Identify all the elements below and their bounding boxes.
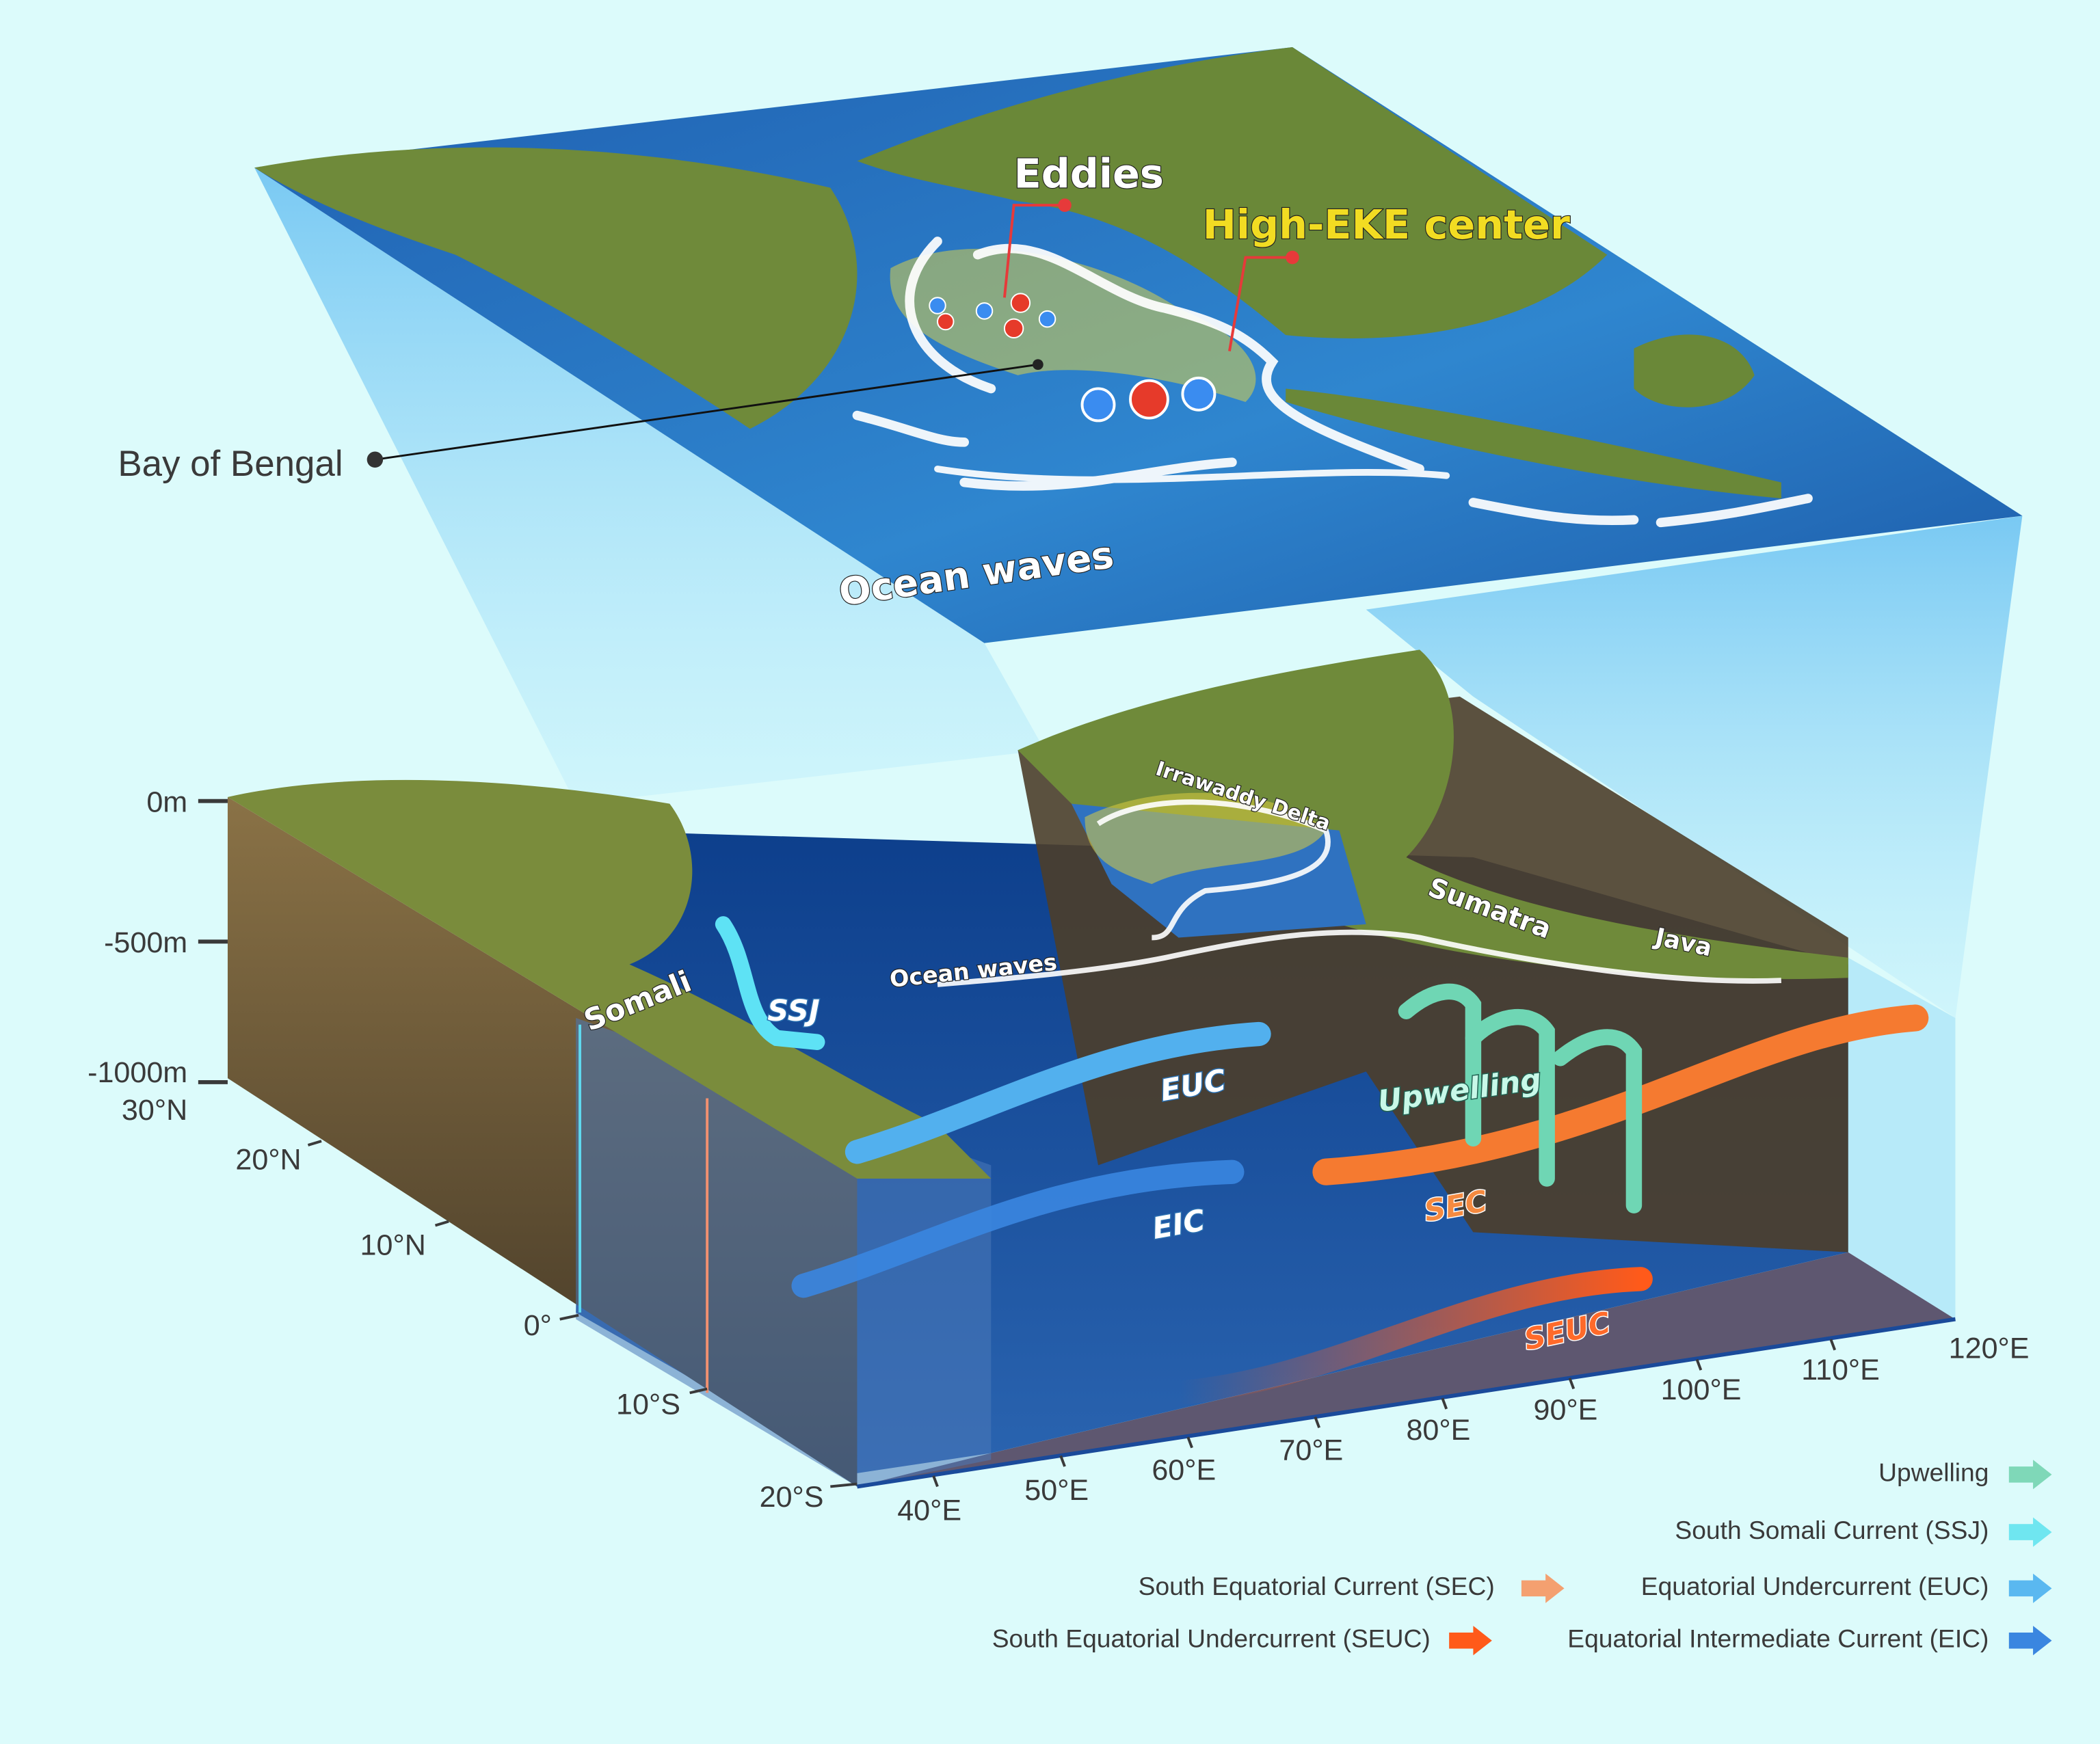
eddies-cluster (929, 293, 1217, 422)
high-eke-center-label: High-EKE center (1203, 201, 1570, 248)
legend-arrow-icon (2008, 1573, 2052, 1603)
lon-tick: 100°E (1661, 1373, 1742, 1406)
legend: Upwelling South Somali Current (SSJ) Sou… (992, 1458, 2052, 1656)
lat-tick: 10°N (360, 1229, 426, 1262)
legend-arrow-icon (2008, 1517, 2052, 1547)
block-current-arrows (937, 799, 1782, 987)
projection-beam-left (254, 167, 1045, 804)
legend-label: Equatorial Undercurrent (EUC) (1641, 1572, 1989, 1600)
pointer-lines (367, 198, 1299, 468)
eddies-label: Eddies (1014, 150, 1164, 198)
upwelling-arrows (1398, 983, 1643, 1213)
top-map-land-borneo (1634, 334, 1755, 407)
legend-label: Upwelling (1878, 1458, 1989, 1487)
legend-label: South Equatorial Undercurrent (SEUC) (992, 1624, 1431, 1652)
block-land-asia (1018, 649, 1848, 980)
lon-tick: 90°E (1534, 1394, 1598, 1427)
legend-label: Equatorial Intermediate Current (EIC) (1567, 1624, 1989, 1652)
legend-arrow-icon (2008, 1460, 2052, 1490)
longitude-ticks (932, 1339, 1837, 1488)
legend-arrow-icon (2008, 1626, 2052, 1656)
latitude-axis (307, 1140, 858, 1488)
sec-arrow (1312, 1004, 1929, 1185)
lat-tick: 20°S (760, 1481, 824, 1514)
lon-tick: 110°E (1801, 1354, 1880, 1386)
depth-axis (198, 799, 228, 1084)
legend-label: South Somali Current (SSJ) (1675, 1516, 1989, 1544)
lon-tick: 120°E (1949, 1332, 2030, 1365)
legend-arrow-icon (1521, 1573, 1565, 1603)
lon-tick: 50°E (1024, 1474, 1089, 1507)
lat-tick: 20°N (235, 1143, 301, 1176)
right-glass-face (1848, 957, 1956, 1319)
high-eke-zone (890, 248, 1256, 403)
lat-tick: 10°S (616, 1389, 680, 1421)
lon-tick: 70°E (1279, 1434, 1343, 1466)
lon-tick: 80°E (1406, 1414, 1470, 1447)
seabed-floor (857, 1252, 1956, 1487)
euc-arrow (845, 1021, 1271, 1164)
ssj-arrow (715, 916, 825, 1050)
eic-arrow (791, 1159, 1245, 1298)
top-map-land-sumatra (1286, 388, 1781, 499)
surface-current-arrows (852, 237, 1813, 528)
lat-tick: 0° (524, 1309, 552, 1342)
ssj-label: SSJ (767, 994, 820, 1028)
projection-beam-right (1366, 515, 2023, 1018)
legend-label: South Equatorial Current (SEC) (1139, 1572, 1495, 1600)
lon-tick: 60°E (1152, 1454, 1216, 1487)
block-eke-zone (1085, 792, 1326, 885)
depth-tick: -500m (104, 926, 187, 959)
lat-tick: 30°N (122, 1094, 187, 1127)
top-map-land-southeast-asia (857, 47, 1608, 339)
bay-of-bengal-label: Bay of Bengal (118, 444, 343, 484)
depth-tick: 0m (146, 786, 187, 818)
depth-tick: -1000m (88, 1056, 187, 1089)
legend-arrow-icon (1449, 1626, 1492, 1656)
block-land-africa (227, 779, 992, 1179)
top-map-land-india (254, 147, 858, 429)
lon-tick: 40°E (897, 1494, 961, 1527)
longitude-axis-line (857, 1317, 1956, 1489)
seuc-arrow (1166, 1267, 1653, 1406)
